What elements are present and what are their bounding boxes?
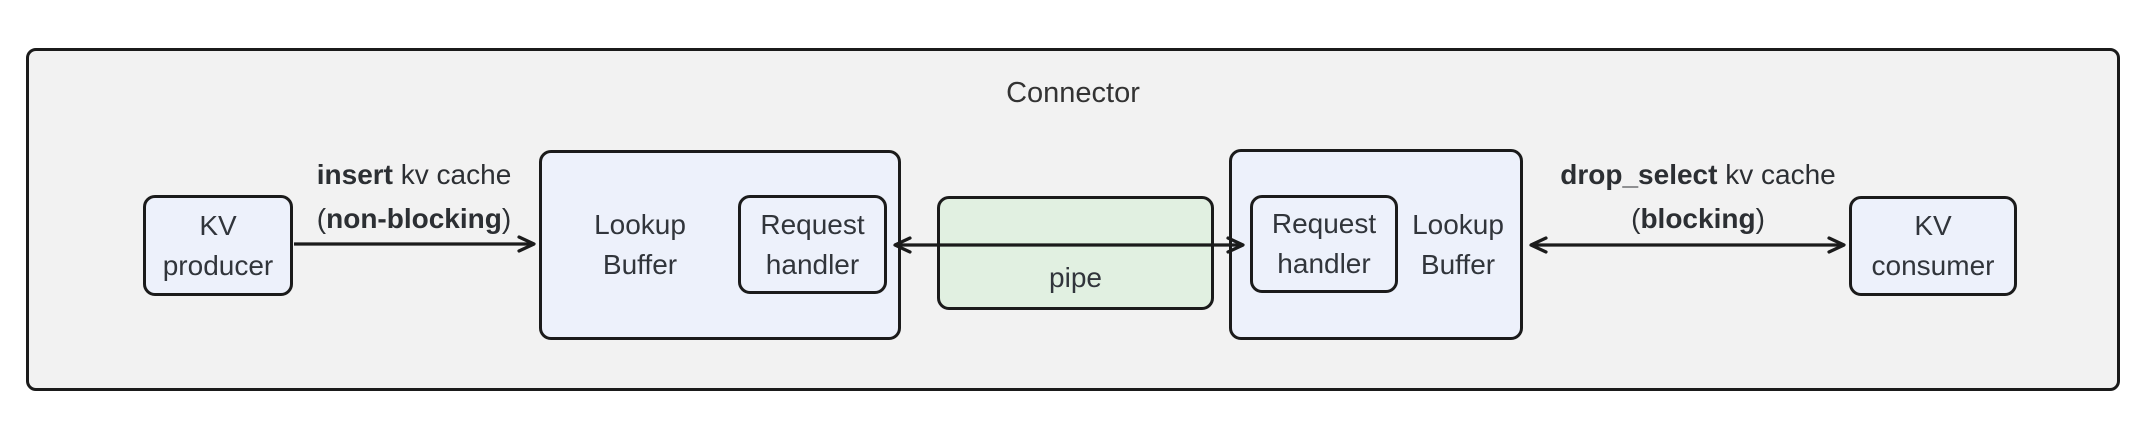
drop-select-edge-label-line2: (blocking) [1498,197,1898,241]
insert-paren-close: ) [501,203,512,234]
lookup-buffer-left-label: Lookup Buffer [542,153,738,337]
kv-producer-label-line1: KV [199,209,237,241]
drop-select-edge-label-line1: drop_select kv cache [1498,153,1898,197]
insert-edge-label-line1: insert kv cache [234,153,594,197]
lookup-right-line2: Buffer [1420,248,1496,280]
node-request-handler-left: Request handler [738,195,887,294]
kv-producer-label-line2: producer [162,249,274,281]
node-lookup-buffer-left: Lookup Buffer Request handler [539,150,901,340]
insert-rest-text: kv cache [392,159,512,190]
request-handler-left-line2: handler [765,248,860,280]
request-handler-right-line1: Request [1271,208,1377,239]
request-handler-right-line2: handler [1277,248,1371,279]
node-pipe: pipe [937,196,1214,310]
insert-edge-label: insert kv cache (non-blocking) [234,153,594,241]
drop-paren-close: ) [1755,203,1765,234]
kv-consumer-label-line1: KV [1914,210,1952,241]
lookup-right-line1: Lookup [1412,208,1504,240]
lookup-left-line2: Buffer [602,249,678,280]
insert-paren-open: ( [316,203,327,234]
insert-bold-text: insert [316,159,393,190]
node-kv-producer: KV producer [143,195,293,296]
pipe-label: pipe [1049,262,1102,293]
lookup-buffer-right-label: Lookup Buffer [1396,152,1520,337]
kv-consumer-label-line2: consumer [1871,250,1995,281]
node-request-handler-right: Request handler [1250,195,1398,293]
non-blocking-bold-text: non-blocking [326,203,502,234]
node-lookup-buffer-right: Request handler Lookup Buffer [1229,149,1523,340]
lookup-left-line1: Lookup [594,209,686,240]
request-handler-left-line1: Request [760,208,865,240]
connector-title: Connector [1006,77,1140,109]
drop-select-edge-label: drop_select kv cache (blocking) [1498,153,1898,241]
drop-paren-open: ( [1631,203,1641,234]
node-kv-consumer: KV consumer [1849,196,2017,296]
drop-select-rest-text: kv cache [1717,159,1836,190]
blocking-bold-text: blocking [1640,203,1756,234]
drop-select-bold-text: drop_select [1560,159,1718,190]
insert-edge-label-line2: (non-blocking) [234,197,594,241]
